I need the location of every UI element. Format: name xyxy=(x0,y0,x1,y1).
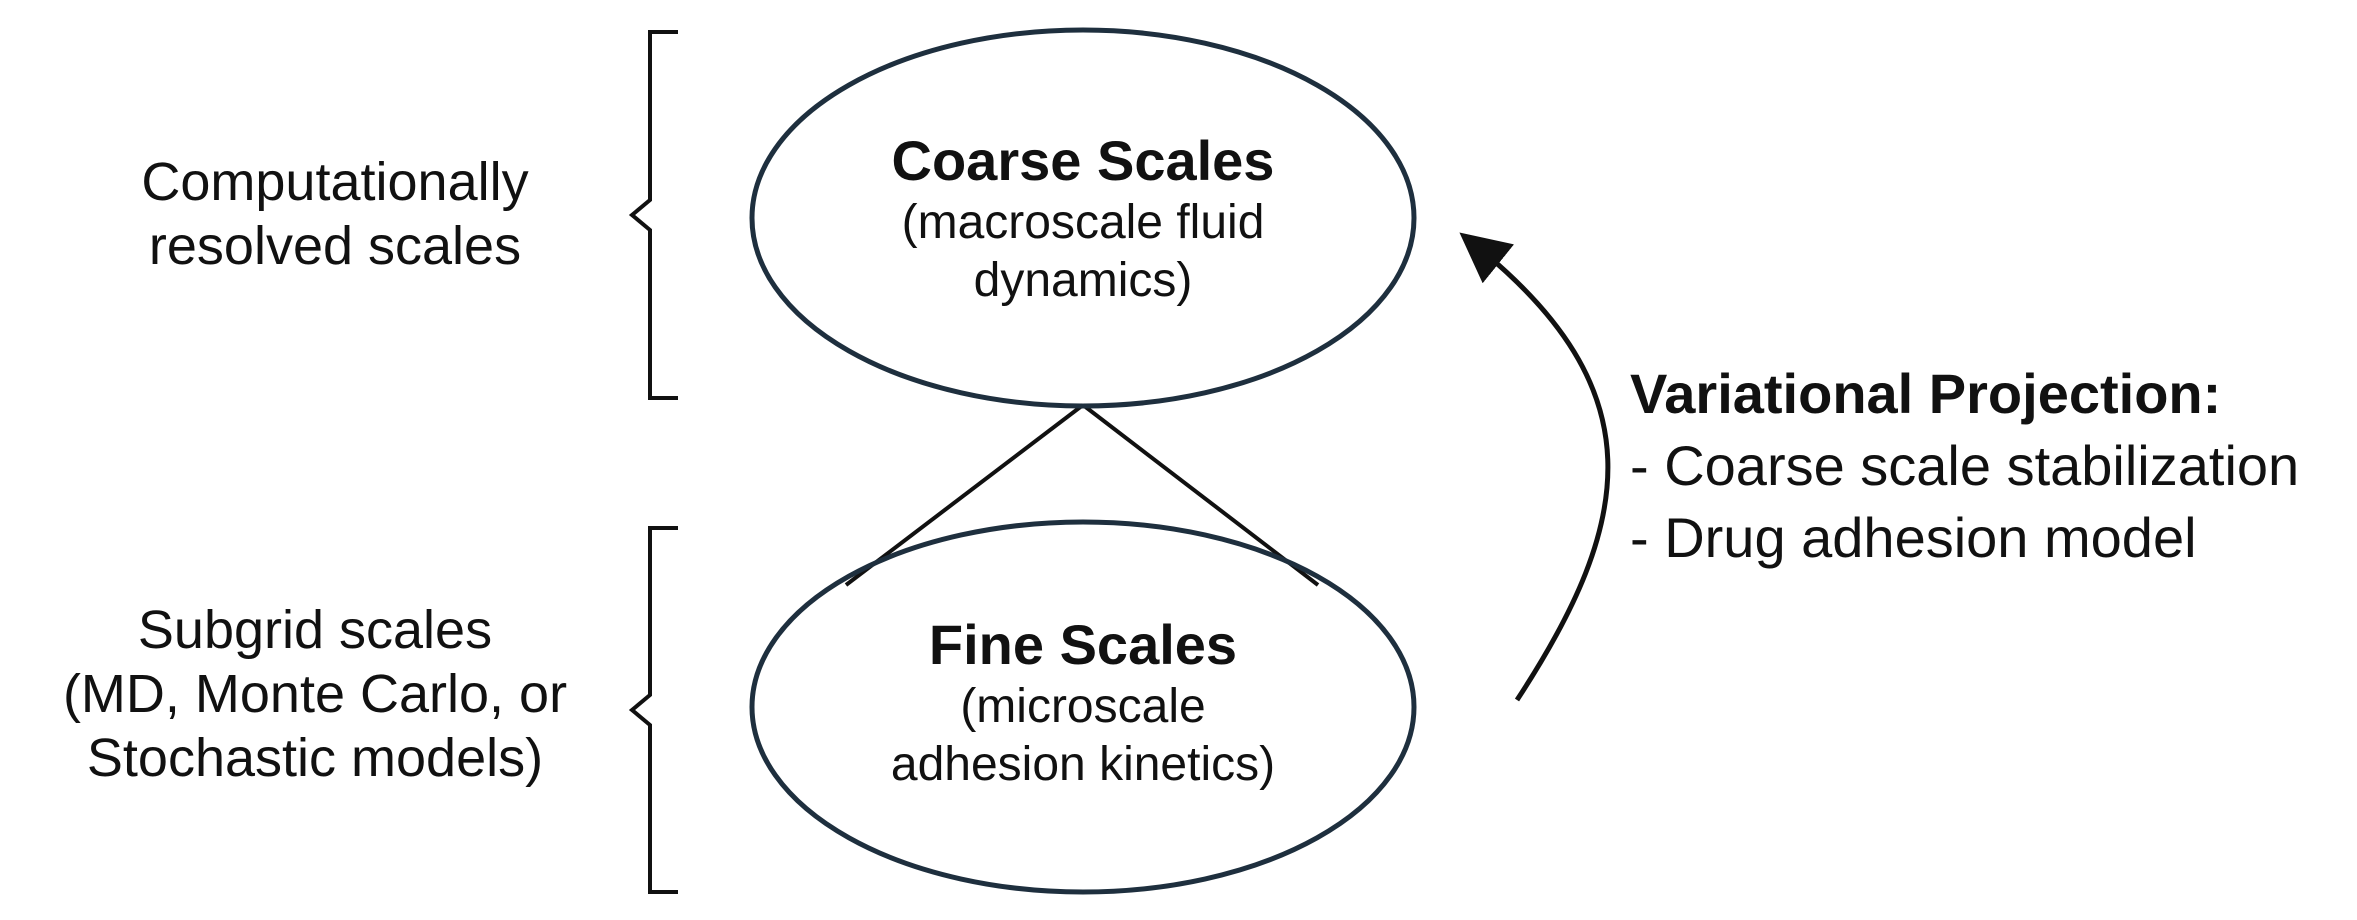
subgrid-scales-label: Subgrid scales (MD, Monte Carlo, or Stoc… xyxy=(10,598,620,790)
coarse-scales-title: Coarse Scales xyxy=(891,129,1275,192)
coarse-scales-ellipse xyxy=(749,27,1417,409)
coarse-subtitle-line-1: (macroscale fluid xyxy=(901,196,1265,249)
projection-item-2: - Drug adhesion model xyxy=(1630,506,2197,569)
fine-scales-text: Fine Scales (microscale adhesion kinetic… xyxy=(833,612,1333,794)
subgrid-scales-bracket xyxy=(628,526,678,894)
connector-line-right xyxy=(1081,403,1320,587)
fine-scales-title: Fine Scales xyxy=(928,613,1238,676)
resolved-line-1: Computationally xyxy=(141,152,529,212)
projection-title: Variational Projection: xyxy=(1630,362,2222,425)
subgrid-line-3: Stochastic models) xyxy=(86,728,544,788)
coarse-scales-text: Coarse Scales (macroscale fluid dynamics… xyxy=(833,128,1333,310)
connector-line-left xyxy=(844,403,1085,587)
projection-arrow xyxy=(1459,232,1611,702)
variational-projection-block: Variational Projection: - Coarse scale s… xyxy=(1630,358,2299,574)
coarse-subtitle-line-2: dynamics) xyxy=(973,254,1193,307)
subgrid-line-2: (MD, Monte Carlo, or xyxy=(62,664,568,724)
fine-subtitle-line-1: (microscale xyxy=(960,680,1206,733)
fine-subtitle-line-2: adhesion kinetics) xyxy=(890,738,1276,791)
resolved-scales-bracket xyxy=(628,30,678,400)
fine-scales-ellipse xyxy=(749,519,1417,895)
resolved-line-2: resolved scales xyxy=(148,216,522,276)
resolved-scales-label: Computationally resolved scales xyxy=(80,150,590,278)
projection-item-1: - Coarse scale stabilization xyxy=(1630,434,2300,497)
subgrid-line-1: Subgrid scales xyxy=(137,600,493,660)
